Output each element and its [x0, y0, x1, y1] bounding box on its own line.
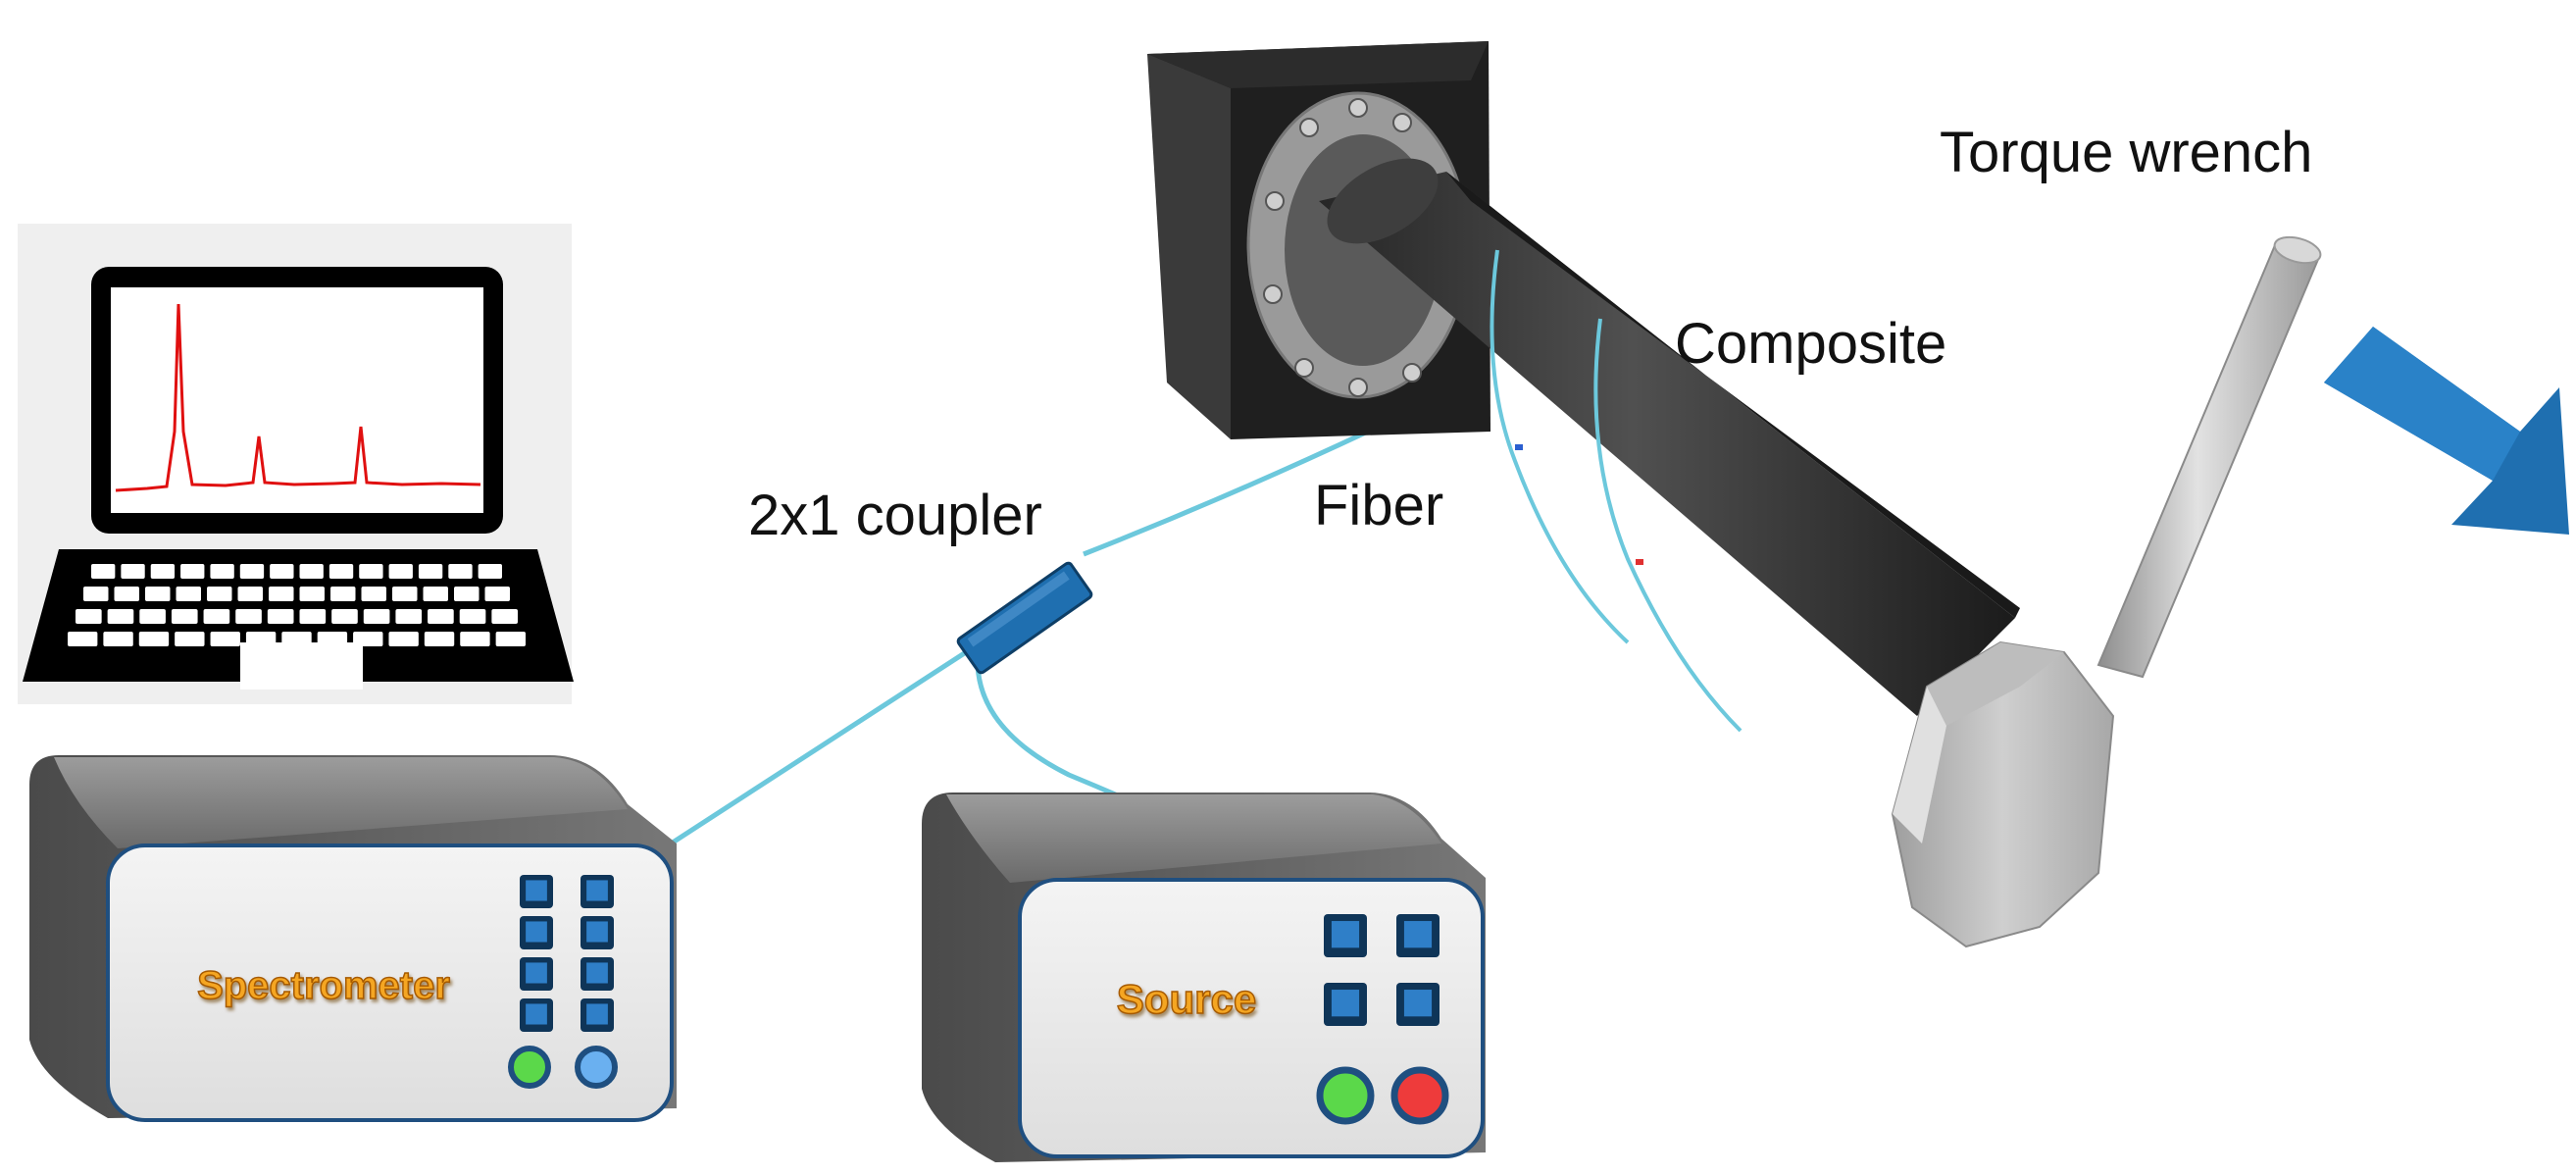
spectrum-trace [115, 303, 481, 492]
keyboard-key [448, 564, 473, 579]
keyboard-key [299, 587, 325, 601]
keyboard-key [107, 609, 134, 624]
connector-port [581, 998, 614, 1032]
spectrometer-label: Spectrometer [197, 964, 450, 1007]
connector-port [1324, 983, 1367, 1026]
keyboard-key [103, 632, 133, 646]
spectrometer-device: Spectrometer [29, 755, 677, 1122]
keyboard-key [459, 609, 486, 624]
keyboard-key [150, 564, 176, 579]
fiber-label: Fiber [1314, 474, 1443, 537]
keyboard-key [392, 587, 418, 601]
keyboard-key [235, 609, 262, 624]
keyboard-key [460, 632, 490, 646]
source-device: Source [922, 793, 1486, 1162]
keyboard-key [395, 609, 423, 624]
composite-label: Composite [1675, 312, 1946, 376]
keyboard-key [176, 587, 201, 601]
connector-port [581, 957, 614, 991]
keyboard-key [491, 609, 518, 624]
connector-port [581, 916, 614, 949]
keyboard-key [299, 564, 324, 579]
status-led-red [1390, 1066, 1449, 1125]
keyboard-key [299, 609, 327, 624]
keyboard-key [207, 587, 232, 601]
keyboard-key [359, 564, 383, 579]
keyboard-key [237, 587, 263, 601]
keyboard-key [353, 632, 383, 646]
keyboard-key [210, 564, 234, 579]
keyboard-key [317, 632, 348, 646]
keyboard-key [139, 609, 166, 624]
keyboard-key [388, 632, 419, 646]
laptop-icon [18, 224, 574, 704]
keyboard-key [175, 632, 205, 646]
keyboard-key [138, 632, 170, 646]
torque-wrench-icon [2096, 235, 2322, 679]
keyboard-key [363, 609, 390, 624]
keyboard-key [145, 587, 171, 601]
keyboard-key [269, 587, 294, 601]
keyboard-key [454, 587, 480, 601]
connector-port [1324, 914, 1367, 957]
source-label: Source [1117, 976, 1256, 1022]
composite-shaft-assembly [1147, 41, 2115, 948]
keyboard-key [328, 564, 354, 579]
connector-port [1396, 914, 1440, 957]
connector-port [520, 875, 553, 908]
connector-port [520, 957, 553, 991]
keyboard-key [423, 587, 448, 601]
keyboard-key [361, 587, 386, 601]
connector-port [581, 875, 614, 908]
keyboard-key [418, 564, 443, 579]
keyboard-key [424, 632, 455, 646]
keyboard-key [484, 587, 510, 601]
coupler-icon [956, 561, 1093, 675]
keyboard-key [114, 587, 139, 601]
keyboard-key [245, 632, 277, 646]
connector-port [520, 916, 553, 949]
coupler-label: 2x1 coupler [748, 484, 1042, 547]
keyboard-key [203, 609, 230, 624]
keyboard-key [495, 632, 526, 646]
keyboard-key [121, 564, 145, 579]
torque-direction-arrow [2324, 327, 2569, 535]
keyboard-key [428, 609, 454, 624]
keyboard-key [91, 564, 116, 579]
keyboard-key [267, 609, 294, 624]
connector-port [520, 998, 553, 1032]
torque-wrench-label: Torque wrench [1940, 121, 2312, 184]
connector-port [1396, 983, 1440, 1026]
keyboard-key [388, 564, 413, 579]
keyboard-key [331, 609, 358, 624]
keyboard-key [270, 564, 294, 579]
keyboard-key [180, 564, 205, 579]
keyboard-key [478, 564, 502, 579]
keyboard-key [239, 564, 265, 579]
keyboard-key [330, 587, 356, 601]
status-led-blue [575, 1046, 618, 1089]
keyboard-key [68, 632, 98, 646]
status-led-green [508, 1046, 551, 1089]
status-led-green [1316, 1066, 1375, 1125]
keyboard-key [76, 609, 102, 624]
keyboard-key [281, 632, 312, 646]
keyboard-key [171, 609, 198, 624]
keyboard-key [210, 632, 240, 646]
keyboard-key [83, 587, 109, 601]
